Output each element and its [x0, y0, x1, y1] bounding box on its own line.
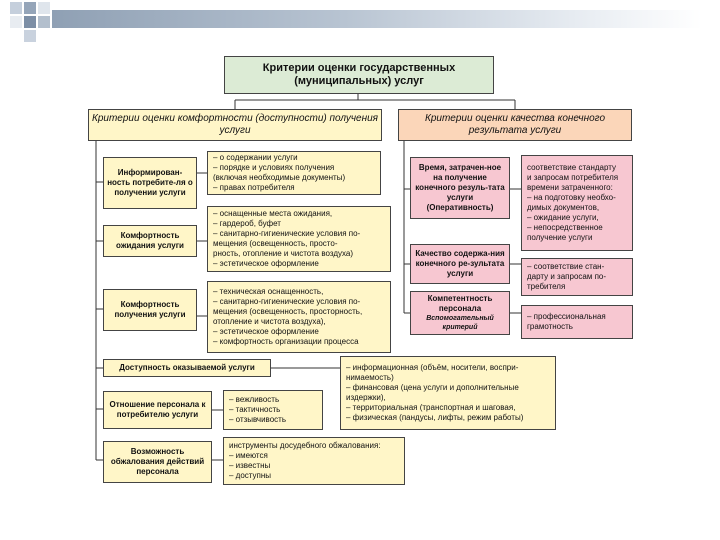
left-header-text: Критерии оценки комфортности (доступност… — [91, 113, 379, 136]
decor-square — [24, 16, 36, 28]
criterion-sublabel: Вспомогательный критерий — [426, 315, 494, 331]
detail-line: – финансовая (цена услуги и дополнительн… — [346, 383, 519, 392]
criterion-waiting-comfort: Комфортность ожидания услуги — [103, 225, 197, 257]
criterion-label: Компетентность персонала — [427, 294, 493, 313]
decor-square — [10, 16, 22, 28]
detail-line: – санитарно-гигиенические условия по- — [213, 297, 361, 306]
detail-line: и запросам потребителя — [527, 173, 619, 182]
detail-line: – гардероб, буфет — [213, 219, 281, 228]
diagram-title: Критерии оценки государственных (муницип… — [224, 56, 494, 94]
decor-square — [38, 2, 50, 14]
detail-line: рность, отопление и чистота воздуха) — [213, 249, 354, 258]
left-header: Критерии оценки комфортности (доступност… — [88, 109, 382, 141]
criterion-staff-attitude: Отношение персонала к потребителю услуги — [103, 391, 212, 429]
detail-line: мещения (освещенность, просто- — [213, 239, 338, 248]
details-result-quality: – соответствие стан- дарту и запросам по… — [521, 258, 633, 296]
detail-line: мещения (освещенность, просторность, — [213, 307, 363, 316]
detail-line: требителя — [527, 282, 566, 291]
detail-line: – ожидание услуги, — [527, 213, 599, 222]
detail-line: – территориальная (транспортная и шагова… — [346, 403, 516, 412]
details-receiving-comfort: – техническая оснащенность, – санитарно-… — [207, 281, 391, 353]
criterion-informedness: Информирован-ность потребите-ля о получе… — [103, 157, 197, 209]
detail-line: – имеются — [229, 451, 268, 460]
decor-square — [38, 16, 50, 28]
criterion-label: Время, затрачен-ное на получение конечно… — [415, 163, 505, 212]
detail-line: нимаемость) — [346, 373, 394, 382]
decor-square — [10, 2, 22, 14]
detail-line: – вежливость — [229, 395, 280, 404]
details-accessibility: – информационная (объём, носители, воспр… — [340, 356, 556, 430]
detail-line: – оснащенные места ожидания, — [213, 209, 333, 218]
detail-line: димых документов, — [527, 203, 600, 212]
detail-line: – техническая оснащенность, — [213, 287, 324, 296]
detail-line: – правах потребителя — [213, 183, 295, 192]
detail-line: – физическая (пандусы, лифты, режим рабо… — [346, 413, 524, 422]
details-staff-attitude: – вежливость – тактичность – отзывчивост… — [223, 390, 323, 430]
criterion-result-quality: Качество содержа-ния конечного ре-зульта… — [410, 244, 510, 284]
detail-line: – эстетическое оформление — [213, 327, 319, 336]
detail-line: – информационная (объём, носители, воспр… — [346, 363, 519, 372]
right-header: Критерии оценки качества конечного резул… — [398, 109, 632, 141]
criterion-label: Отношение персонала к потребителю услуги — [109, 400, 206, 419]
criterion-label: Комфортность получения услуги — [114, 300, 186, 319]
detail-line: издержки), — [346, 393, 386, 402]
criterion-label: Комфортность ожидания услуги — [116, 231, 184, 250]
detail-line: – порядке и условиях получения — [213, 163, 335, 172]
decor-square — [24, 30, 36, 42]
detail-line: – доступны — [229, 471, 272, 480]
detail-line: – комфортность организации процесса — [213, 337, 359, 346]
detail-line: отопление и чистота воздуха), — [213, 317, 326, 326]
detail-line: грамотность — [527, 322, 573, 331]
criterion-receiving-comfort: Комфортность получения услуги — [103, 289, 197, 331]
details-competence: – профессиональная грамотность — [521, 305, 633, 339]
criterion-label: Информирован-ность потребите-ля о получе… — [107, 168, 193, 197]
criterion-label: Возможность обжалования действий персона… — [110, 447, 205, 476]
details-timeliness: соответствие стандарту и запросам потреб… — [521, 155, 633, 251]
header-gradient-bar — [52, 10, 702, 28]
detail-line: – эстетическое оформление — [213, 259, 319, 268]
criterion-appeal: Возможность обжалования действий персона… — [103, 441, 212, 483]
detail-line: соответствие стандарту — [527, 163, 617, 172]
detail-line: – непосредственное — [527, 223, 603, 232]
detail-line: – профессиональная — [527, 312, 606, 321]
criterion-label: Качество содержа-ния конечного ре-зульта… — [415, 249, 505, 278]
decor-square — [24, 2, 36, 14]
detail-line: – о содержании услуги — [213, 153, 298, 162]
details-waiting-comfort: – оснащенные места ожидания, – гардероб,… — [207, 206, 391, 272]
detail-line: инструменты досудебного обжалования: — [229, 441, 381, 450]
detail-line: – санитарно-гигиенические условия по- — [213, 229, 361, 238]
detail-line: – на подготовку необхо- — [527, 193, 616, 202]
detail-line: получение услуги — [527, 233, 593, 242]
criterion-accessibility: Доступность оказываемой услуги — [103, 359, 271, 377]
detail-line: (включая необходимые документы) — [213, 173, 346, 182]
right-header-text: Критерии оценки качества конечного резул… — [424, 113, 606, 136]
diagram-title-text: Критерии оценки государственных (муницип… — [262, 62, 456, 87]
details-informedness: – о содержании услуги – порядке и услови… — [207, 151, 381, 195]
details-appeal: инструменты досудебного обжалования: – и… — [223, 437, 405, 485]
detail-line: – отзывчивость — [229, 415, 286, 424]
detail-line: – соответствие стан- — [527, 262, 605, 271]
detail-line: времени затраченного: — [527, 183, 613, 192]
detail-line: – тактичность — [229, 405, 281, 414]
criterion-label: Доступность оказываемой услуги — [119, 363, 255, 372]
detail-line: – известны — [229, 461, 271, 470]
criterion-competence: Компетентность персонала Вспомогательный… — [410, 291, 510, 335]
criterion-timeliness: Время, затрачен-ное на получение конечно… — [410, 157, 510, 219]
detail-line: дарту и запросам по- — [527, 272, 607, 281]
